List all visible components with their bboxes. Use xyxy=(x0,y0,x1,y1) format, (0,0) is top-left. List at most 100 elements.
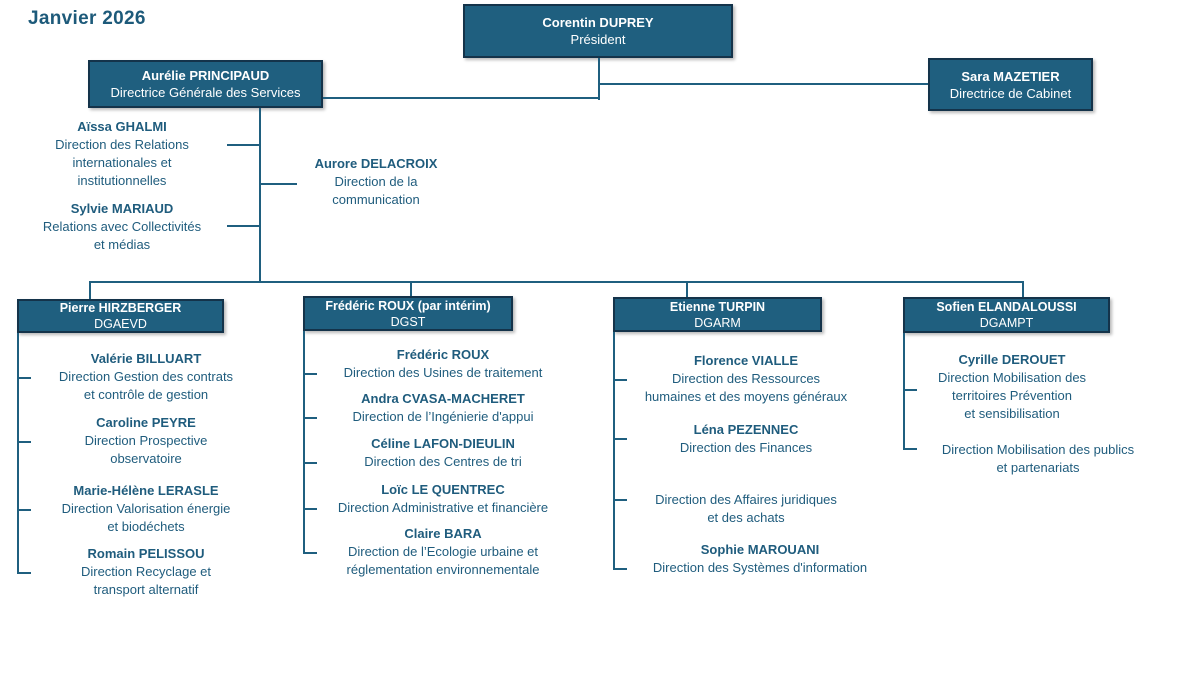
division-head: Etienne TURPIN xyxy=(669,299,766,314)
report-pezennec: Léna PEZENNEC Direction des Finances xyxy=(616,421,876,457)
report-name: Caroline PEYRE xyxy=(96,415,196,430)
report-peyre: Caroline PEYRE Direction Prospective obs… xyxy=(26,414,266,468)
report-direction: Direction Mobilisation des publics et pa… xyxy=(941,442,1135,475)
report-delacroix: Aurore DELACROIX Direction de la communi… xyxy=(266,155,486,209)
report-vialle: Florence VIALLE Direction des Ressources… xyxy=(616,352,876,406)
report-direction: Direction des Usines de traitement xyxy=(343,365,543,380)
report-name: Cyrille DEROUET xyxy=(958,352,1066,367)
connector-dgst-spine xyxy=(303,331,305,554)
report-name: Marie-Hélène LERASLE xyxy=(73,483,219,498)
cabinet-box: Sara MAZETIER Directrice de Cabinet xyxy=(928,58,1093,111)
report-lafon-dieulin: Céline LAFON-DIEULIN Direction des Centr… xyxy=(313,435,573,471)
report-direction: Direction de la communication xyxy=(332,174,420,207)
division-head: Pierre HIRZBERGER xyxy=(59,301,182,315)
tick xyxy=(303,552,317,554)
drop-dgaevd xyxy=(89,281,91,299)
tick xyxy=(903,389,917,391)
division-head: Frédéric ROUX (par intérim) xyxy=(325,298,491,313)
tick xyxy=(613,568,627,570)
report-name: Claire BARA xyxy=(404,526,482,541)
tick xyxy=(613,438,627,440)
dgs-name: Aurélie PRINCIPAUD xyxy=(141,68,270,83)
report-name: Valérie BILLUART xyxy=(90,351,202,366)
connector-dgampt-spine xyxy=(903,333,905,450)
tick xyxy=(17,377,31,379)
tick xyxy=(903,448,917,450)
drop-dgampt xyxy=(1022,281,1024,297)
president-name: Corentin DUPREY xyxy=(542,15,654,30)
report-pelissou: Romain PELISSOU Direction Recyclage et t… xyxy=(26,545,266,599)
division-acronym: DGAMPT xyxy=(979,316,1034,330)
connector-to-dgs xyxy=(323,97,600,99)
report-direction: Direction des Finances xyxy=(679,440,813,455)
report-derouet: Cyrille DEROUET Direction Mobilisation d… xyxy=(882,351,1142,423)
dgs-box: Aurélie PRINCIPAUD Directrice Générale d… xyxy=(88,60,323,108)
report-name: Andra CVASA-MACHERET xyxy=(361,391,525,406)
tick xyxy=(303,417,317,419)
connector-president-drop xyxy=(598,58,600,100)
tick xyxy=(303,373,317,375)
division-acronym: DGARM xyxy=(694,315,741,330)
report-name: Sylvie MARIAUD xyxy=(70,201,174,216)
tick xyxy=(303,508,317,510)
dgs-role: Directrice Générale des Services xyxy=(110,85,301,100)
report-name: Céline LAFON-DIEULIN xyxy=(371,436,515,451)
report-direction: Direction de l’Ecologie urbaine et régle… xyxy=(346,544,540,577)
report-direction: Direction de l’Ingénierie d'appui xyxy=(352,409,534,424)
report-direction: Direction Administrative et financière xyxy=(337,500,549,515)
report-name: Loïc LE QUENTREC xyxy=(381,482,505,497)
report-direction: Direction Prospective observatoire xyxy=(84,433,208,466)
tick xyxy=(303,462,317,464)
report-direction: Relations avec Collectivités et médias xyxy=(42,219,202,252)
report-name: Léna PEZENNEC xyxy=(693,422,799,437)
connector-to-cabinet xyxy=(598,83,928,85)
connector-dgs-drop xyxy=(259,108,261,283)
division-head: Sofien ELANDALOUSSI xyxy=(936,300,1077,314)
tick xyxy=(17,509,31,511)
report-direction: Direction des Ressources humaines et des… xyxy=(644,371,848,404)
report-bara: Claire BARA Direction de l’Ecologie urba… xyxy=(313,525,573,579)
report-ghalmi: Aïssa GHALMI Direction des Relations int… xyxy=(12,118,232,190)
date-label: Janvier 2026 xyxy=(28,8,146,29)
report-mariaud: Sylvie MARIAUD Relations avec Collectivi… xyxy=(12,200,232,254)
report-direction: Direction des Affaires juridiques et des… xyxy=(655,492,837,525)
report-lerasle: Marie-Hélène LERASLE Direction Valorisat… xyxy=(26,482,266,536)
report-name: Aïssa GHALMI xyxy=(77,119,167,134)
tick xyxy=(613,499,627,501)
report-billuart: Valérie BILLUART Direction Gestion des c… xyxy=(26,350,266,404)
report-direction: Direction Mobilisation des territoires P… xyxy=(937,370,1087,421)
connector-main-rail xyxy=(89,281,1024,283)
report-roux: Frédéric ROUX Direction des Usines de tr… xyxy=(313,346,573,382)
tick xyxy=(613,379,627,381)
division-acronym: DGST xyxy=(390,314,426,329)
president-role: Président xyxy=(570,32,626,47)
report-cvasa-macheret: Andra CVASA-MACHERET Direction de l’Ingé… xyxy=(313,390,573,426)
report-name: Sophie MAROUANI xyxy=(700,542,820,557)
connector-dgaevd-spine xyxy=(17,333,19,574)
tick-delacroix xyxy=(259,183,297,185)
cabinet-name: Sara MAZETIER xyxy=(961,68,1060,84)
report-name: Aurore DELACROIX xyxy=(314,156,438,171)
report-name: Florence VIALLE xyxy=(693,353,799,368)
tick-mariaud xyxy=(227,225,261,227)
cabinet-role: Directrice de Cabinet xyxy=(949,85,1072,101)
report-direction: Direction Valorisation énergie et biodéc… xyxy=(61,501,231,534)
report-name: Romain PELISSOU xyxy=(87,546,205,561)
report-le-quentrec: Loïc LE QUENTREC Direction Administrativ… xyxy=(313,481,573,517)
division-box-dgarm: Etienne TURPIN DGARM xyxy=(613,297,822,332)
report-name: Frédéric ROUX xyxy=(396,347,490,362)
report-direction: Direction Recyclage et transport alterna… xyxy=(80,564,212,597)
division-box-dgst: Frédéric ROUX (par intérim) DGST xyxy=(303,296,513,331)
drop-dgarm xyxy=(686,281,688,297)
report-mobilisation-publics: Direction Mobilisation des publics et pa… xyxy=(908,441,1168,477)
report-direction: Direction des Centres de tri xyxy=(364,454,522,469)
president-box: Corentin DUPREY Président xyxy=(463,4,733,58)
tick xyxy=(17,572,31,574)
division-acronym: DGAEVD xyxy=(94,317,147,331)
division-box-dgaevd: Pierre HIRZBERGER DGAEVD xyxy=(17,299,224,333)
report-marouani: Sophie MAROUANI Direction des Systèmes d… xyxy=(630,541,890,577)
tick-ghalmi xyxy=(227,144,261,146)
connector-dgarm-spine xyxy=(613,332,615,570)
tick xyxy=(17,441,31,443)
